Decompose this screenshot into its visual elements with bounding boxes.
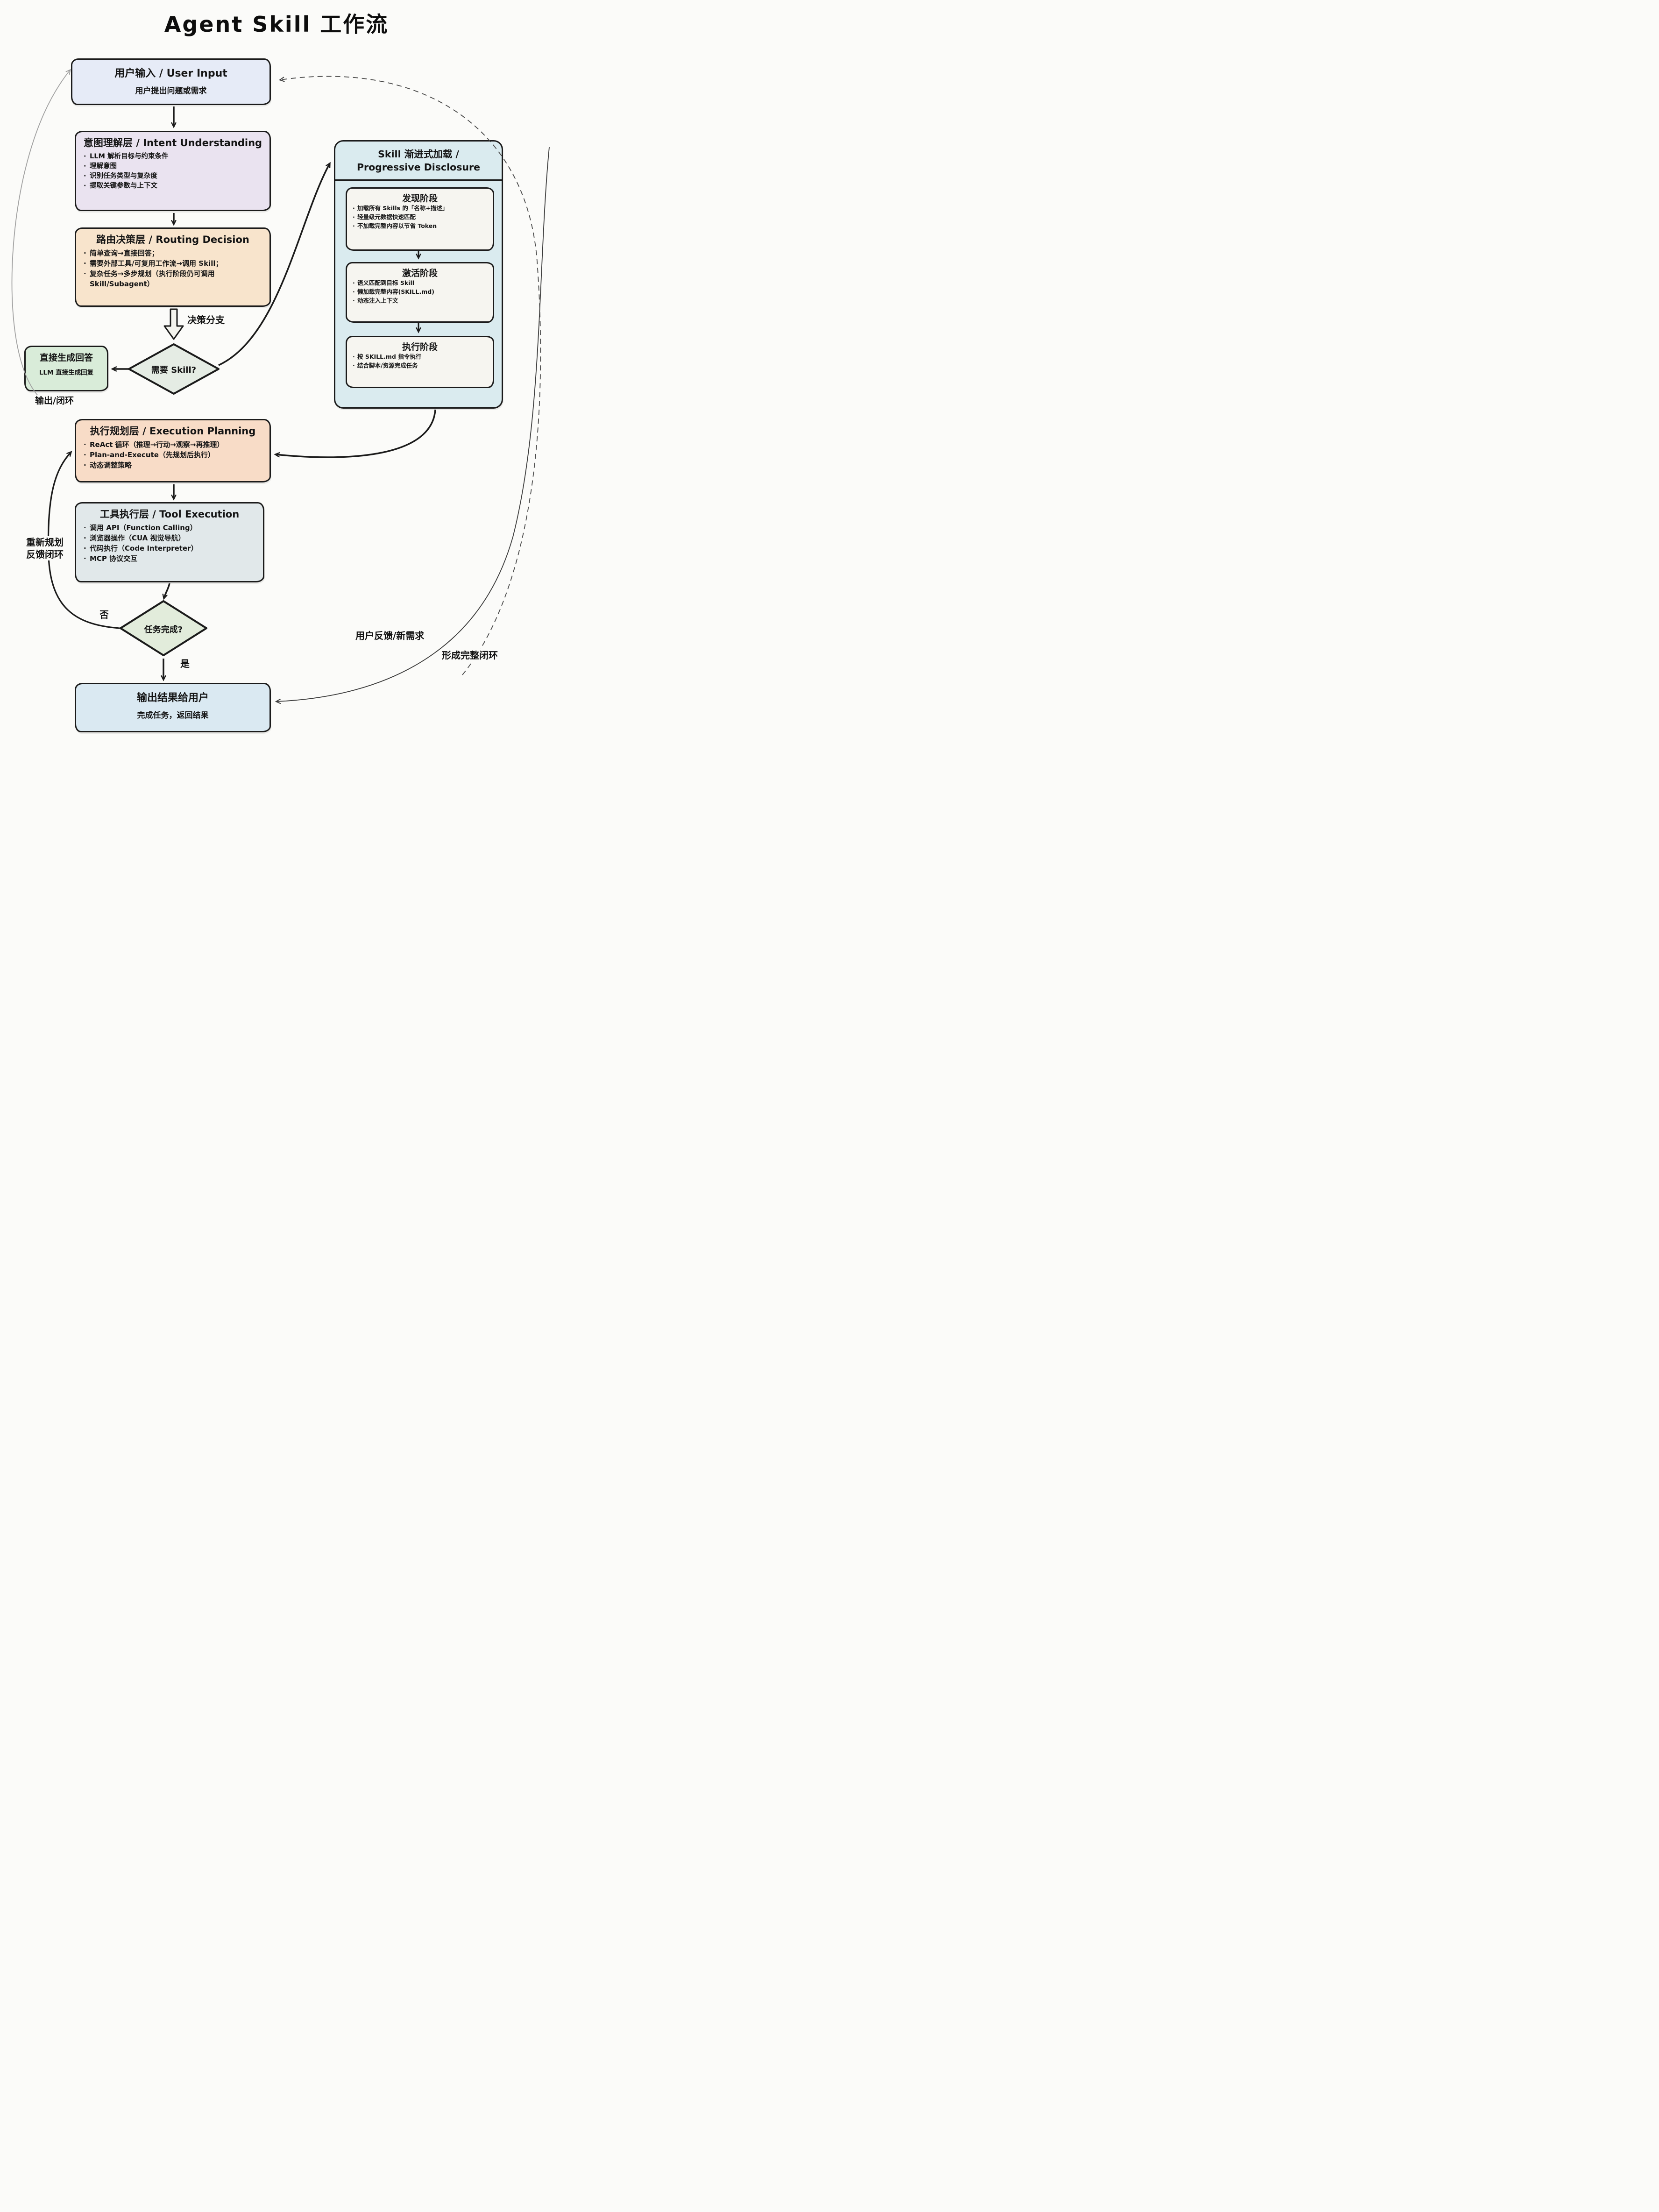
node-user-input-title: 用户输入 / User Input — [114, 68, 227, 79]
node-direct-answer-subtitle: LLM 直接生成回复 — [39, 369, 94, 376]
bullet-item: 加载所有 Skills 的「名称+描述」 — [352, 204, 488, 213]
label-closed-loop: 形成完整闭环 — [440, 649, 499, 661]
node-intent-bullets: LLM 解析目标与约束条件理解意图识别任务类型与复杂度提取关键参数与上下文 — [83, 152, 263, 191]
label-output-loop: 输出/闭环 — [34, 395, 75, 407]
node-tool-execution: 工具执行层 / Tool Execution 调用 API（Function C… — [75, 502, 264, 582]
bullet-item: 复杂任务→多步规划（执行阶段仍可调用 Skill/Subagent） — [83, 269, 263, 290]
node-direct-answer-title: 直接生成回答 — [39, 353, 93, 363]
stage-execution: 执行阶段 按 SKILL.md 指令执行结合脚本/资源完成任务 — [346, 336, 494, 388]
node-user-input: 用户输入 / User Input 用户提出问题或需求 — [71, 58, 271, 105]
node-intent-title: 意图理解层 / Intent Understanding — [83, 137, 262, 149]
decision-branch-arrow — [163, 308, 184, 340]
stage-activation-bullets: 语义匹配到目标 Skill懒加载完整内容(SKILL.md)动态注入上下文 — [352, 279, 488, 305]
bullet-item: 调用 API（Function Calling） — [83, 523, 256, 533]
decision-done-label: 任务完成? — [144, 625, 183, 635]
edge-tool-to-done — [164, 583, 170, 598]
stage-discovery-title: 发现阶段 — [402, 193, 438, 204]
bullet-item: MCP 协议交互 — [83, 554, 256, 564]
stage-discovery-bullets: 加载所有 Skills 的「名称+描述」轻量级元数据快速匹配不加载完整内容以节省… — [352, 204, 488, 230]
bullet-item: Plan-and-Execute（先规划后执行） — [83, 450, 263, 461]
node-tool-title: 工具执行层 / Tool Execution — [99, 509, 240, 520]
bullet-item: 需要外部工具/可复用工作流→调用 Skill； — [83, 259, 263, 269]
bullet-item: 浏览器操作（CUA 视觉导航） — [83, 533, 256, 544]
node-output-subtitle: 完成任务，返回结果 — [137, 710, 209, 720]
decision-skill-diamond — [128, 343, 220, 395]
bullet-item: 轻量级元数据快速匹配 — [352, 213, 488, 222]
bullet-item: ReAct 循环（推理→行动→观察→再推理） — [83, 440, 263, 450]
skill-container-title: Skill 渐进式加载 / Progressive Disclosure — [335, 142, 502, 181]
bullet-item: 代码执行（Code Interpreter） — [83, 544, 256, 554]
edge-skill-to-planning — [276, 409, 436, 458]
stage-execution-bullets: 按 SKILL.md 指令执行结合脚本/资源完成任务 — [352, 353, 488, 370]
decision-done-diamond — [120, 600, 207, 656]
node-user-input-subtitle: 用户提出问题或需求 — [135, 86, 207, 96]
bullet-item: 不加载完整内容以节省 Token — [352, 222, 488, 231]
bullet-item: 动态注入上下文 — [352, 297, 488, 305]
label-replan: 重新规划 反馈闭环 — [15, 536, 75, 560]
flowchart-canvas: Agent Skill 工作流 — [0, 0, 553, 737]
label-replan-line1: 重新规划 — [26, 537, 64, 548]
stage-execution-title: 执行阶段 — [402, 342, 438, 352]
bullet-item: 动态调整策略 — [83, 461, 263, 471]
node-routing-decision: 路由决策层 / Routing Decision 简单查询→直接回答；需要外部工… — [75, 227, 271, 307]
bullet-item: 简单查询→直接回答； — [83, 248, 263, 259]
decision-done-shape — [120, 600, 207, 656]
stage-activation-title: 激活阶段 — [402, 268, 438, 278]
label-decision-branch: 决策分支 — [186, 314, 226, 326]
stage-activation: 激活阶段 语义匹配到目标 Skill懒加载完整内容(SKILL.md)动态注入上… — [346, 262, 494, 323]
label-replan-line2: 反馈闭环 — [26, 549, 64, 560]
bullet-item: 语义匹配到目标 Skill — [352, 279, 488, 288]
decision-skill-shape — [128, 343, 220, 395]
page-title: Agent Skill 工作流 — [164, 12, 389, 37]
bullet-item: 结合脚本/资源完成任务 — [352, 362, 488, 370]
node-output-title: 输出结果给用户 — [136, 692, 209, 704]
node-intent-understanding: 意图理解层 / Intent Understanding LLM 解析目标与约束… — [75, 131, 271, 211]
bullet-item: 按 SKILL.md 指令执行 — [352, 353, 488, 362]
node-routing-title: 路由决策层 / Routing Decision — [96, 234, 249, 245]
bullet-item: 懒加载完整内容(SKILL.md) — [352, 288, 488, 297]
bullet-item: 识别任务类型与复杂度 — [83, 171, 263, 181]
bullet-item: LLM 解析目标与约束条件 — [83, 152, 263, 162]
decision-skill-label: 需要 Skill? — [151, 365, 197, 375]
node-output-result: 输出结果给用户 完成任务，返回结果 — [75, 683, 271, 732]
node-planning-title: 执行规划层 / Execution Planning — [90, 425, 256, 437]
node-skill-progressive-disclosure: Skill 渐进式加载 / Progressive Disclosure 发现阶… — [334, 140, 503, 409]
node-direct-answer: 直接生成回答 LLM 直接生成回复 — [24, 346, 108, 391]
stage-discovery: 发现阶段 加载所有 Skills 的「名称+描述」轻量级元数据快速匹配不加载完整… — [346, 187, 494, 251]
label-yes: 是 — [179, 658, 191, 670]
label-no: 否 — [98, 609, 110, 621]
node-execution-planning: 执行规划层 / Execution Planning ReAct 循环（推理→行… — [75, 419, 271, 482]
bullet-item: 提取关键参数与上下文 — [83, 181, 263, 191]
node-routing-bullets: 简单查询→直接回答；需要外部工具/可复用工作流→调用 Skill；复杂任务→多步… — [83, 248, 263, 289]
label-user-feedback: 用户反馈/新需求 — [354, 630, 426, 642]
node-tool-bullets: 调用 API（Function Calling）浏览器操作（CUA 视觉导航）代… — [83, 523, 256, 564]
bullet-item: 理解意图 — [83, 162, 263, 171]
node-planning-bullets: ReAct 循环（推理→行动→观察→再推理）Plan-and-Execute（先… — [83, 440, 263, 470]
